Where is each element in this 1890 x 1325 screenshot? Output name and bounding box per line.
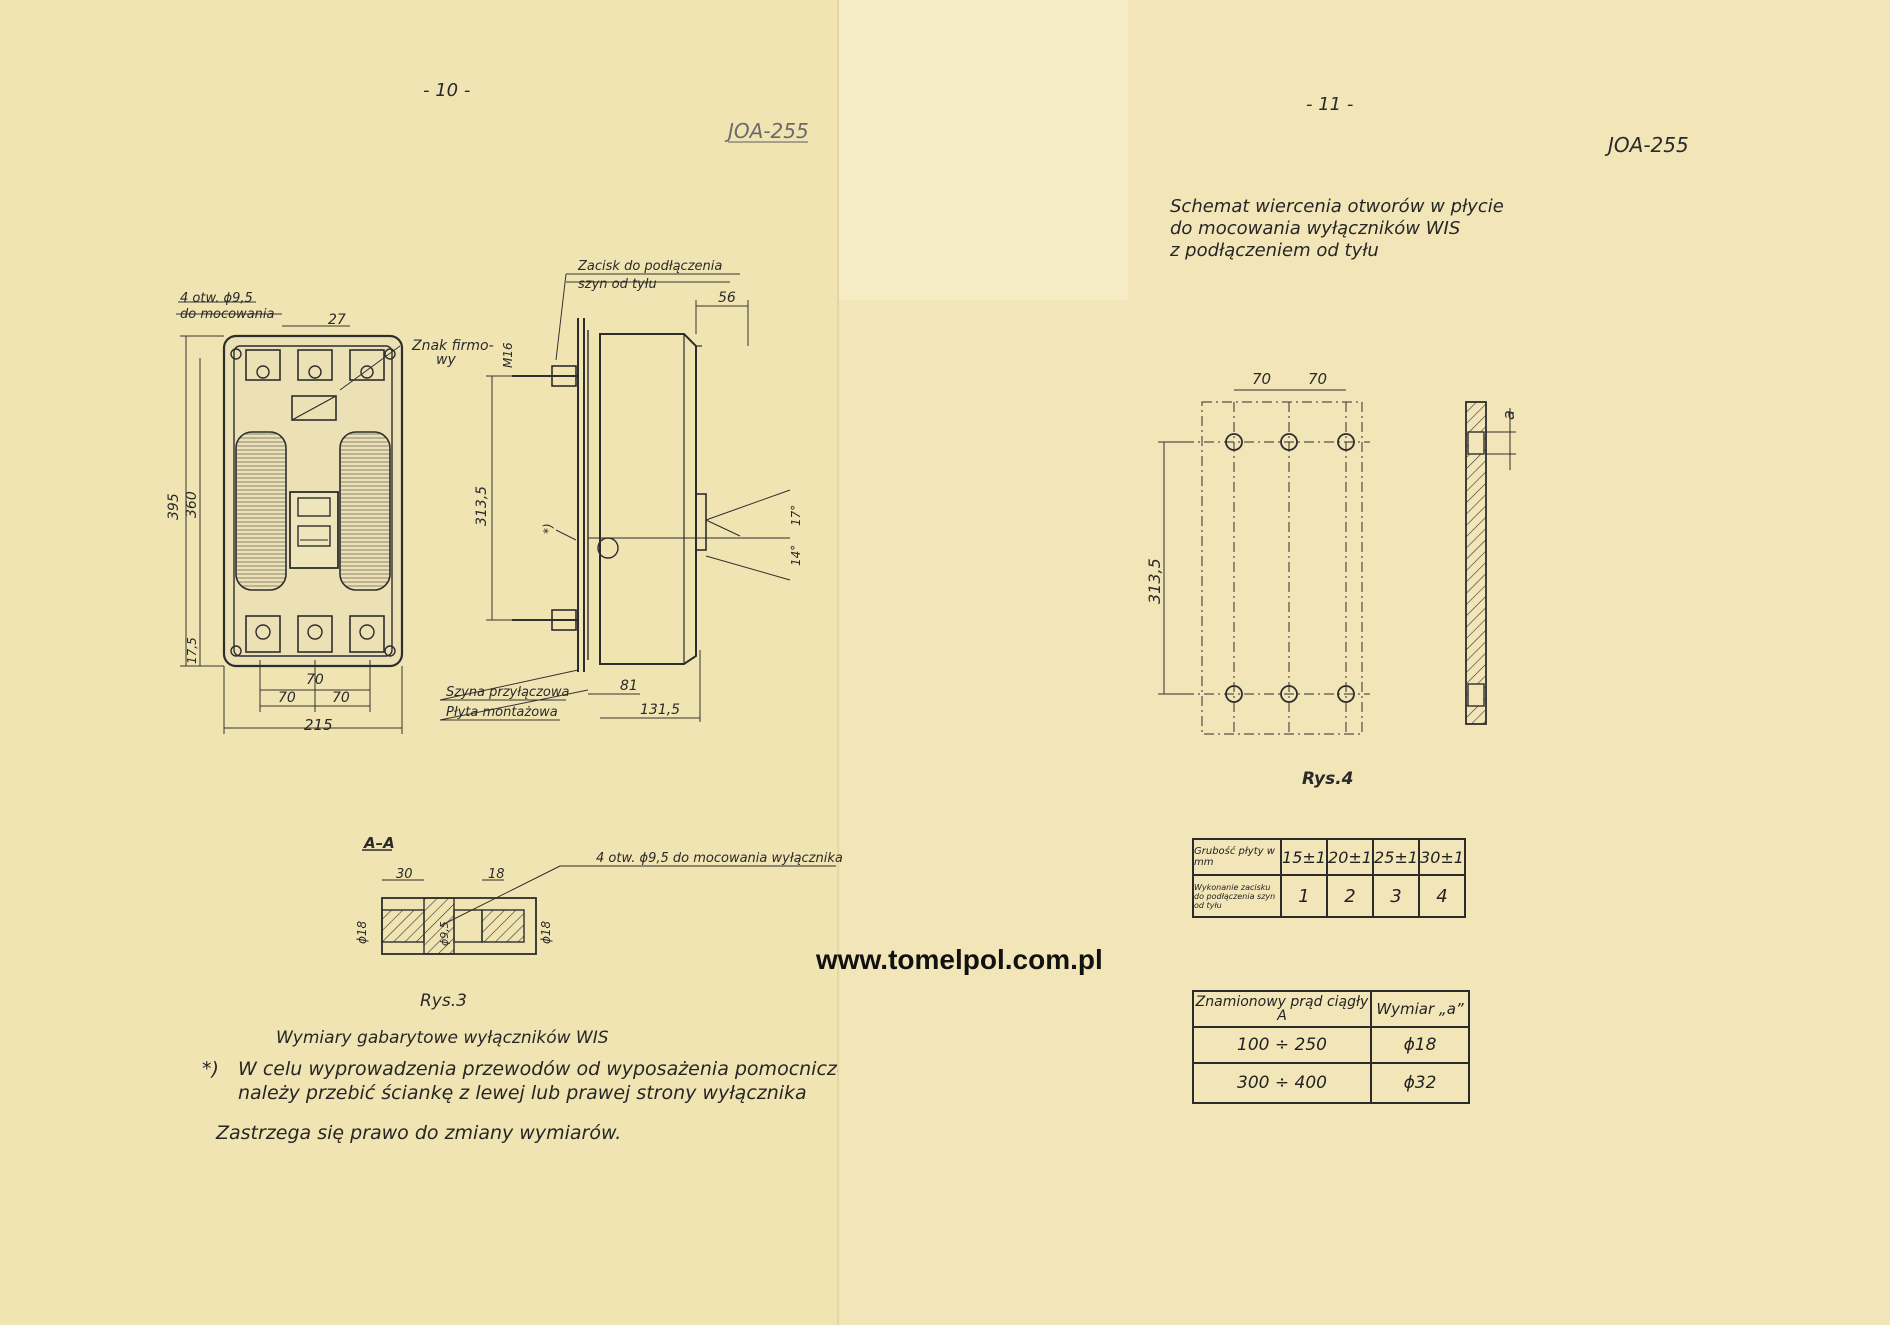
table1-row-value: 3 bbox=[1372, 874, 1420, 918]
left-page-number: - 10 - bbox=[423, 80, 470, 101]
dim-70-right: 70 bbox=[332, 690, 350, 706]
holes-label-2: do mocowania bbox=[180, 307, 275, 322]
table1-header-value: 15±1 bbox=[1280, 838, 1328, 876]
table1-header-label: Grubość płyty w mm bbox=[1192, 838, 1282, 876]
dim-81: 81 bbox=[620, 678, 638, 694]
marker-star: *) bbox=[541, 523, 555, 534]
dim-56: 56 bbox=[718, 290, 736, 306]
drilling-scheme bbox=[1158, 389, 1516, 735]
breaker-front-view bbox=[222, 334, 404, 668]
angle-14: 14° bbox=[789, 545, 803, 566]
rys4-caption: Rys.4 bbox=[1302, 769, 1354, 789]
reserve-note: Zastrzega się prawo do zmiany wymiarów. bbox=[216, 1122, 622, 1144]
section-dim-18: 18 bbox=[488, 867, 505, 882]
note-marker: *) bbox=[202, 1058, 219, 1080]
right-heading-line-2: do mocowania wyłączników WIS bbox=[1170, 218, 1461, 239]
table2-dim: ϕ18 bbox=[1370, 1026, 1470, 1064]
plate-thickness-table: Grubość płyty w mm 15±1 20±1 25±1 30±1 W… bbox=[1192, 838, 1466, 918]
clamp-label-1: Zacisk do podłączenia bbox=[577, 259, 722, 274]
right-heading-line-3: z podłączeniem od tyłu bbox=[1170, 240, 1379, 261]
breaker-side-view bbox=[512, 318, 791, 672]
dim-m16: M16 bbox=[501, 342, 515, 368]
table1-header-value: 20±1 bbox=[1326, 838, 1374, 876]
rys3-caption: Rys.3 bbox=[420, 991, 467, 1011]
note-line-1: W celu wyprowadzenia przewodów od wyposa… bbox=[238, 1058, 838, 1080]
left-page-title: Wymiary gabarytowe wyłączników WIS bbox=[276, 1028, 609, 1048]
section-title: A–A bbox=[363, 834, 395, 852]
table-row: 100 ÷ 250 ϕ18 bbox=[1192, 1026, 1470, 1064]
side-view-dimensions bbox=[439, 273, 749, 722]
section-a-a bbox=[362, 849, 836, 955]
section-phi18-left: ϕ18 bbox=[355, 920, 369, 944]
table2-col1-header: Znamionowy prąd ciągły A bbox=[1192, 990, 1372, 1028]
table-row: Grubość płyty w mm 15±1 20±1 25±1 30±1 bbox=[1192, 838, 1466, 876]
plyta-label: Płyta montażowa bbox=[446, 705, 558, 720]
watermark-url: www.tomelpol.com.pl bbox=[816, 944, 1103, 975]
right-page-number: - 11 - bbox=[1306, 94, 1353, 115]
drill-dim-70-a: 70 bbox=[1252, 370, 1271, 388]
dim-70-left: 70 bbox=[278, 690, 296, 706]
znak-firmowy-2: wy bbox=[436, 352, 456, 368]
right-doc-code: JOA-255 bbox=[1604, 133, 1689, 157]
note-clip: W celu wyprowadzenia przewodów od wyposa… bbox=[238, 1058, 838, 1110]
page-fold bbox=[837, 0, 839, 1325]
table-row: 300 ÷ 400 ϕ32 bbox=[1192, 1062, 1470, 1104]
dim-70-center: 70 bbox=[306, 672, 324, 688]
right-heading-line-1: Schemat wiercenia otworów w płycie bbox=[1170, 196, 1504, 217]
drill-dim-a: a bbox=[1499, 410, 1518, 420]
table2-current: 100 ÷ 250 bbox=[1192, 1026, 1372, 1064]
overlap-strip bbox=[838, 0, 1128, 300]
note-line-2: należy przebić ściankę z lewej lub prawe… bbox=[238, 1082, 807, 1104]
clamp-label-2: szyn od tyłu bbox=[578, 277, 657, 292]
dim-313-5: 313,5 bbox=[474, 486, 490, 526]
table2-col2-header: Wymiar „a” bbox=[1370, 990, 1470, 1028]
table1-row-value: 2 bbox=[1326, 874, 1374, 918]
drill-dim-313-5: 313,5 bbox=[1145, 558, 1164, 604]
section-phi18-right: ϕ18 bbox=[539, 920, 553, 944]
dim-17-5: 17,5 bbox=[185, 637, 199, 664]
znak-firmowy-1: Znak firmo- bbox=[411, 338, 494, 354]
table1-row-label: Wykonanie zacisku do podłączenia szyn od… bbox=[1192, 874, 1282, 918]
dim-360: 360 bbox=[184, 491, 200, 518]
table1-header-value: 25±1 bbox=[1372, 838, 1420, 876]
table1-header-value: 30±1 bbox=[1418, 838, 1466, 876]
dim-131-5: 131,5 bbox=[640, 702, 680, 718]
table2-dim: ϕ32 bbox=[1370, 1062, 1470, 1104]
table2-current: 300 ÷ 400 bbox=[1192, 1062, 1372, 1104]
right-heading: Schemat wiercenia otworów w płycie do mo… bbox=[1170, 196, 1504, 262]
table1-row-value: 4 bbox=[1418, 874, 1466, 918]
section-dim-30: 30 bbox=[396, 867, 413, 882]
section-phi9: ϕ9,5 bbox=[438, 921, 451, 946]
front-view-dimensions bbox=[176, 301, 403, 734]
angle-17: 17° bbox=[789, 505, 803, 526]
dim-395: 395 bbox=[166, 493, 182, 520]
table-row: Znamionowy prąd ciągły A Wymiar „a” bbox=[1192, 990, 1470, 1028]
section-holes-note: 4 otw. ϕ9,5 do mocowania wyłącznika bbox=[596, 851, 843, 866]
holes-label-1: 4 otw. ϕ9,5 bbox=[180, 291, 253, 306]
szyna-label: Szyna przyłączowa bbox=[446, 685, 569, 700]
table1-row-value: 1 bbox=[1280, 874, 1328, 918]
table-row: Wykonanie zacisku do podłączenia szyn od… bbox=[1192, 874, 1466, 918]
left-doc-code: JOA-255 bbox=[724, 119, 809, 143]
dim-27: 27 bbox=[328, 312, 346, 328]
rated-current-table: Znamionowy prąd ciągły A Wymiar „a” 100 … bbox=[1192, 990, 1470, 1104]
dim-215: 215 bbox=[304, 716, 333, 734]
drill-dim-70-b: 70 bbox=[1308, 370, 1327, 388]
